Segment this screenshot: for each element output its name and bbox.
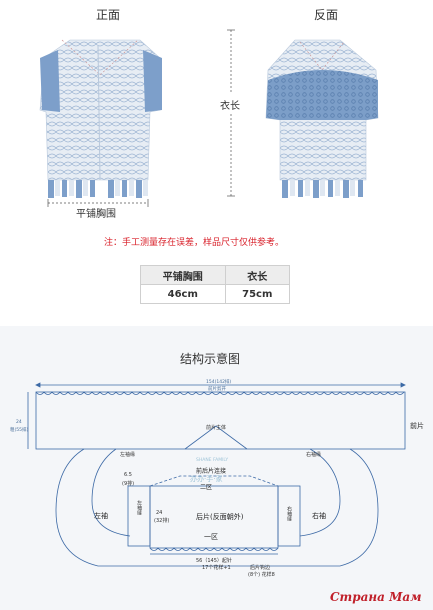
length-label: 衣长 bbox=[220, 97, 240, 112]
left-sleeve-label: 左袖 bbox=[94, 512, 108, 520]
front-cut-label: 前片剪开 bbox=[208, 387, 226, 392]
right-sleeve-label: 右袖 bbox=[312, 512, 326, 520]
right-sleeve-seam-label: 右袖缝 bbox=[286, 506, 292, 521]
width-label: 154(142排) bbox=[206, 380, 232, 385]
length-measure-line bbox=[227, 29, 235, 197]
diagram-panel bbox=[0, 326, 433, 610]
structure-diagram bbox=[27, 382, 406, 567]
watermark-chinese: 办办·手·家 bbox=[190, 475, 223, 483]
sleeve-width-a: 6.5 bbox=[124, 472, 132, 478]
watermark-family: SHANE FAMILY bbox=[196, 458, 229, 463]
back-connect-label: 前后片连接 bbox=[196, 468, 227, 475]
back-garment bbox=[265, 39, 379, 198]
back-label: 反面 bbox=[314, 8, 339, 22]
zone-one-label: 一区 bbox=[204, 533, 218, 541]
zone-two-label: 二区 bbox=[200, 484, 213, 491]
back-piece-label: 后片(反面朝外) bbox=[196, 513, 244, 521]
front-garment-photo bbox=[39, 29, 379, 207]
right-sleeve-edge-label: 右袖缘 bbox=[306, 452, 322, 458]
size-table: 平铺胸围 衣长 46cm 75cm bbox=[140, 265, 291, 304]
scallop-edge bbox=[35, 391, 405, 395]
size-value-chest: 46cm bbox=[140, 284, 226, 304]
size-value-length: 75cm bbox=[224, 284, 291, 304]
front-garment bbox=[39, 39, 162, 198]
diagram-title: 结构示意图 bbox=[180, 352, 241, 366]
height2-a: 24 bbox=[156, 510, 163, 516]
hem-label-a: 后片钩边 bbox=[250, 565, 271, 571]
height2-b: (32排) bbox=[154, 518, 170, 524]
site-watermark: Страна Мам bbox=[330, 590, 422, 604]
chest-label: 平铺胸围 bbox=[76, 209, 116, 220]
size-header-chest: 平铺胸围 bbox=[140, 265, 226, 285]
sample-note: 注：手工测量存在误差，样品尺寸仅供参考。 bbox=[104, 238, 285, 248]
bottom-count-b: 17个花样+1 bbox=[202, 565, 231, 571]
hem-label-b: (8个) 花样8 bbox=[248, 572, 275, 578]
front-label: 正面 bbox=[96, 8, 121, 22]
sleeve-width-b: (9排) bbox=[122, 481, 135, 487]
chest-measure-line bbox=[47, 199, 149, 207]
bottom-count-a: 56（145）起针 bbox=[196, 558, 232, 564]
front-piece-label: 前片 bbox=[410, 422, 424, 430]
size-header-length: 衣长 bbox=[224, 265, 291, 285]
front-body-label: 前片主体 bbox=[206, 425, 227, 431]
height-label-a: 24 bbox=[16, 420, 22, 425]
left-sleeve-edge-label: 左袖缘 bbox=[120, 452, 136, 458]
height-label-b: 粗(55排) bbox=[10, 428, 29, 433]
left-sleeve-seam-label: 左袖缝 bbox=[136, 500, 142, 515]
